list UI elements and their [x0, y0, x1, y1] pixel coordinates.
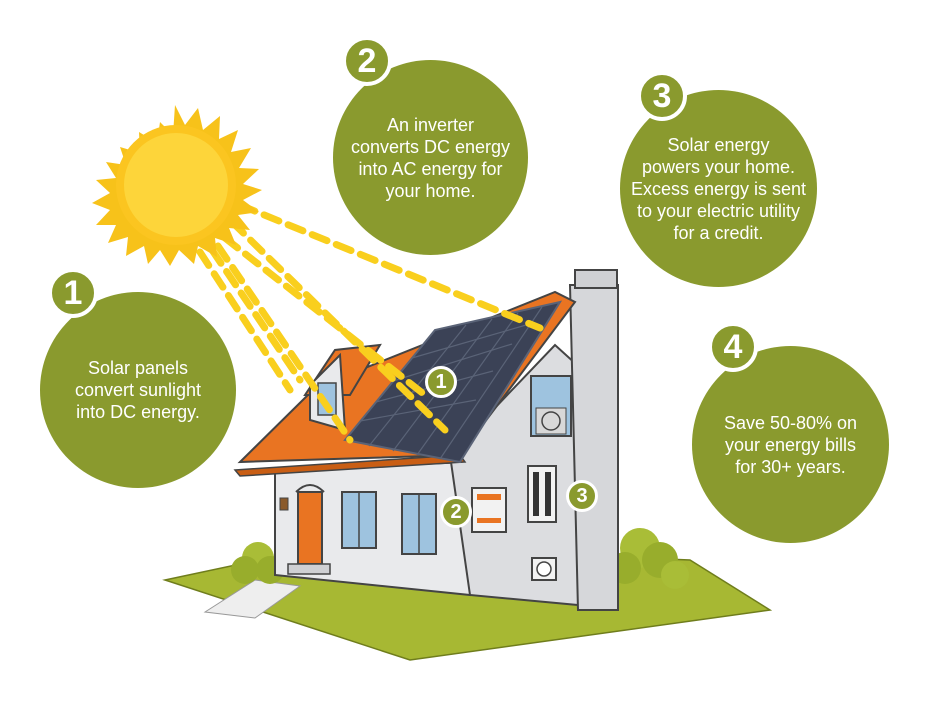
step-3-number: 3: [652, 76, 672, 115]
step-3-badge: 3: [637, 71, 687, 121]
house-marker-3-number: 3: [576, 484, 588, 507]
house-marker-2: 2: [440, 496, 472, 528]
electric-meter-icon: [531, 557, 557, 581]
step-2-badge: 2: [342, 36, 392, 86]
walkway: [203, 579, 302, 619]
step-2-text: An inverter converts DC energy into AC e…: [350, 114, 511, 201]
step-4-number: 4: [723, 327, 743, 366]
sun-icon: [92, 105, 262, 266]
step-2-number: 2: [357, 41, 377, 80]
breaker-panel-icon: [527, 465, 557, 523]
step-4-bubble: Save 50-80% on your energy bills for 30+…: [692, 346, 889, 543]
step-1-badge: 1: [48, 268, 98, 318]
step-1-number: 1: [63, 273, 83, 312]
step-3-bubble: Solar energy powers your home. Excess en…: [620, 90, 817, 287]
house-marker-1-number: 1: [435, 370, 447, 393]
step-1-text: Solar panels convert sunlight into DC en…: [74, 358, 202, 422]
step-4-text: Save 50-80% on your energy bills for 30+…: [723, 412, 858, 477]
bush-left: [231, 542, 284, 584]
sun-rays: [196, 201, 544, 444]
chimney: [568, 284, 619, 611]
dormer: [303, 343, 382, 432]
step-3-text: Solar energy powers your home. Excess en…: [630, 134, 807, 243]
front-door: [297, 491, 323, 565]
house-marker-1: 1: [425, 366, 457, 398]
step-2-bubble: An inverter converts DC energy into AC e…: [333, 60, 528, 255]
house-marker-3: 3: [566, 480, 598, 512]
step-1-bubble: Solar panels convert sunlight into DC en…: [40, 292, 236, 488]
house-marker-2-number: 2: [450, 500, 462, 523]
step-4-badge: 4: [708, 322, 758, 372]
inverter-icon: [471, 487, 507, 533]
